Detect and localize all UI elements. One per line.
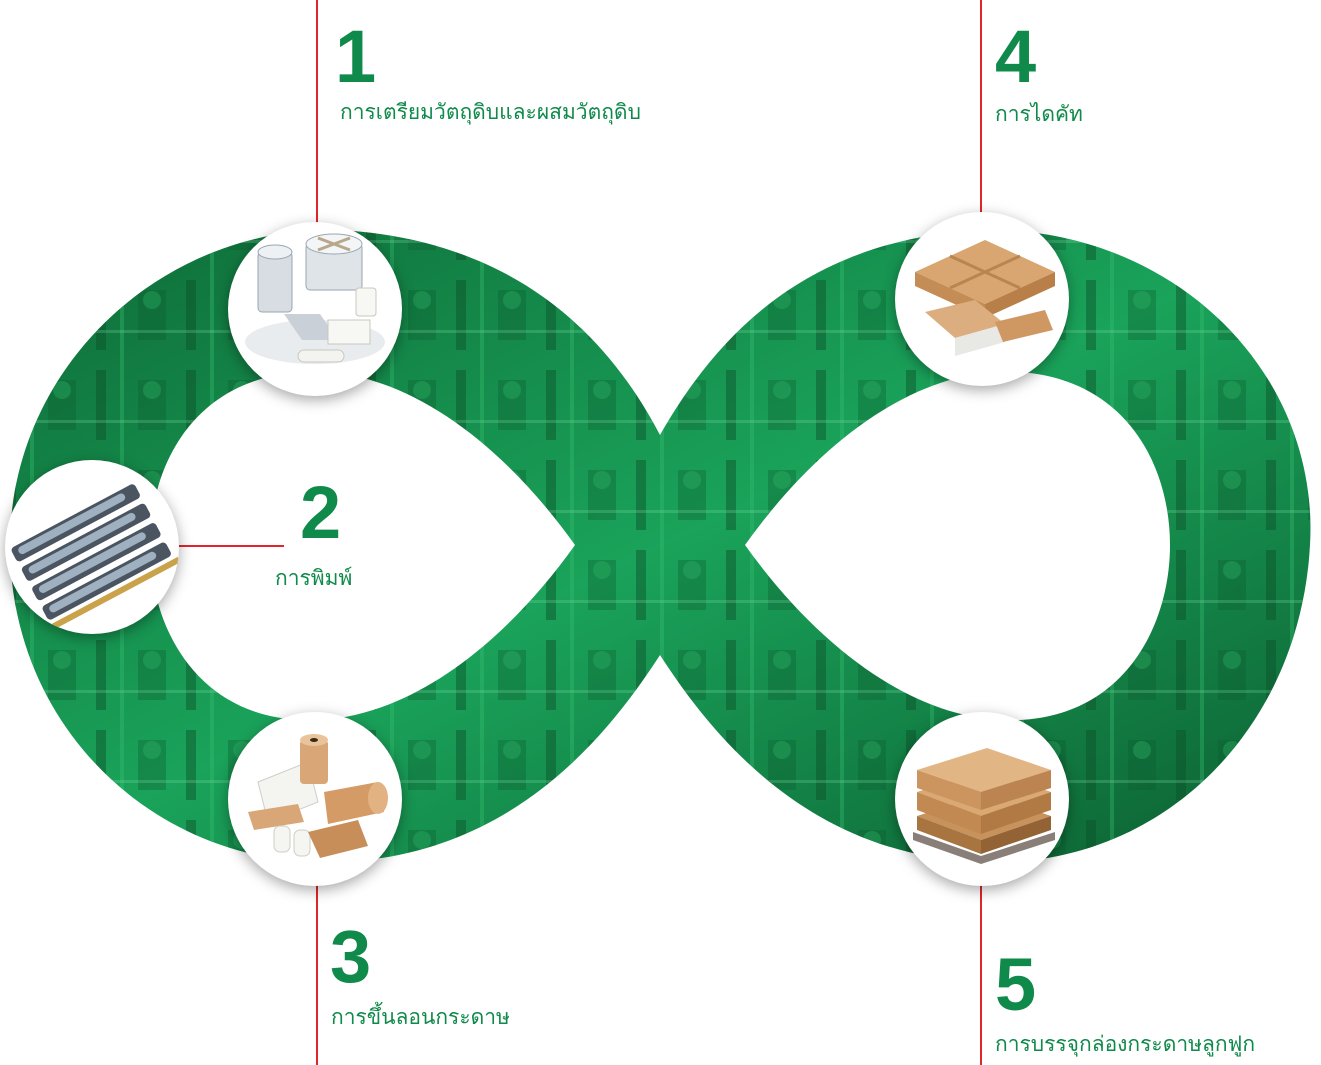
corrugated-paper-rolls-icon xyxy=(228,712,402,886)
step-label: การไดคัท xyxy=(995,102,1083,126)
printing-rollers-icon xyxy=(5,460,179,634)
step-number: 2 xyxy=(300,471,342,554)
step-number: 4 xyxy=(995,15,1037,98)
connector-line-step-2 xyxy=(174,545,284,547)
connector-line-step-3 xyxy=(316,868,318,1065)
connector-line-step-4 xyxy=(980,0,982,222)
step-label: การพิมพ์ xyxy=(275,566,353,590)
step-number: 3 xyxy=(330,915,372,998)
connector-line-step-1 xyxy=(316,0,318,232)
step-number: 5 xyxy=(995,943,1037,1026)
step-number: 1 xyxy=(335,15,377,98)
step-label: การบรรจุกล่องกระดาษลูกฟูก xyxy=(995,1032,1256,1056)
die-cut-boxes-icon xyxy=(895,212,1069,386)
raw-material-tanks-icon xyxy=(228,222,402,396)
connector-line-step-5 xyxy=(980,868,982,1065)
step-label: การเตรียมวัตถุดิบและผสมวัตถุดิบ xyxy=(340,100,641,124)
step-label: การขึ้นลอนกระดาษ xyxy=(331,1005,510,1029)
boxes-on-pallet-icon xyxy=(895,712,1069,886)
